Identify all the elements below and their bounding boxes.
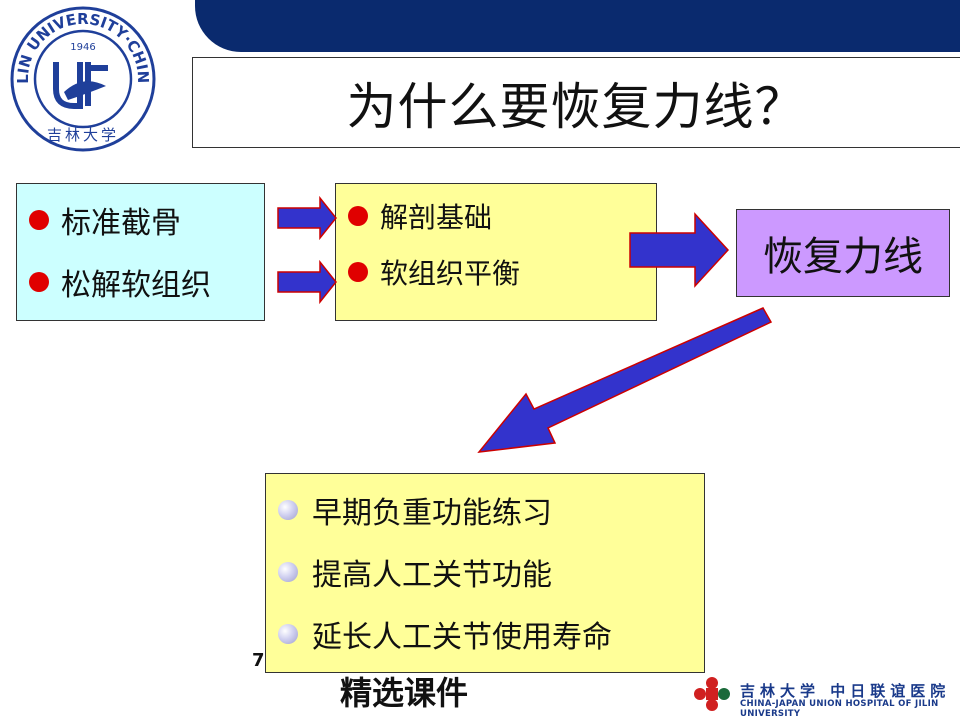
- list-item: 软组织平衡: [348, 252, 520, 292]
- basis-item-label: 软组织平衡: [380, 257, 521, 290]
- bullet-icon: [278, 624, 298, 644]
- outcome-item-label: 早期负重功能练习: [312, 496, 552, 531]
- bullet-icon: [348, 206, 368, 226]
- basis-item-label: 解剖基础: [380, 201, 493, 234]
- page-title: 为什么要恢复力线？: [346, 77, 806, 136]
- header-banner: [195, 0, 960, 52]
- input-item-label: 松解软组织: [61, 268, 211, 303]
- basis-box: 解剖基础 软组织平衡: [335, 183, 657, 321]
- bullet-icon: [278, 562, 298, 582]
- inputs-box: 标准截骨 松解软组织: [16, 183, 265, 321]
- bullet-icon: [29, 272, 49, 292]
- logo-year: 1946: [70, 42, 95, 53]
- hospital-cross-icon: [694, 677, 730, 711]
- list-item: 解剖基础: [348, 196, 492, 236]
- input-item-label: 标准截骨: [61, 206, 181, 241]
- list-item: 提高人工关节功能: [278, 550, 552, 594]
- outcome-item-label: 延长人工关节使用寿命: [312, 620, 612, 655]
- result-box: [736, 209, 950, 297]
- bullet-icon: [348, 262, 368, 282]
- page-number: 7: [252, 650, 265, 671]
- outcomes-box: 早期负重功能练习 提高人工关节功能 延长人工关节使用寿命: [265, 473, 705, 673]
- jilin-university-logo: JILIN UNIVERSITY·CHINA 1946 吉林大学: [8, 4, 156, 152]
- arrow-right-icon: [277, 259, 337, 305]
- list-item: 早期负重功能练习: [278, 488, 552, 532]
- bullet-icon: [29, 210, 49, 230]
- title-box: [192, 57, 960, 148]
- logo-calligraphy: 吉林大学: [47, 126, 119, 144]
- arrow-down-left-icon: [477, 307, 773, 453]
- arrow-right-icon: [629, 212, 730, 288]
- outcome-item-label: 提高人工关节功能: [312, 558, 552, 593]
- footer-label: 精选课件: [340, 674, 469, 712]
- list-item: 标准截骨: [29, 198, 181, 242]
- bullet-icon: [278, 500, 298, 520]
- list-item: 松解软组织: [29, 260, 211, 304]
- result-label: 恢复力线: [763, 234, 923, 280]
- hospital-name-cn: 吉林大学 中日联谊医院: [740, 682, 951, 700]
- list-item: 延长人工关节使用寿命: [278, 612, 612, 656]
- hospital-name-en: CHINA-JAPAN UNION HOSPITAL OF JILIN UNIV…: [740, 699, 939, 719]
- arrow-right-icon: [277, 195, 337, 241]
